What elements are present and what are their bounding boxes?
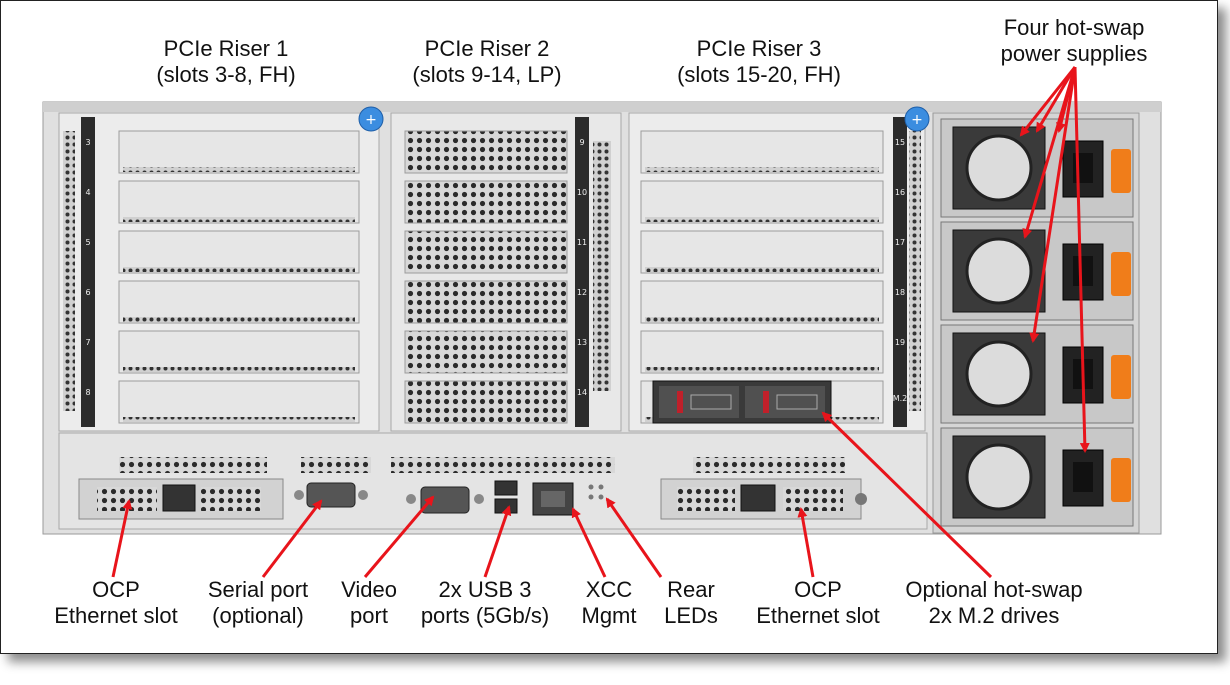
video-port[interactable] [420,486,470,514]
pcie-slot-cover[interactable] [118,380,360,424]
callout-arrow [111,499,133,578]
pcie-slot-cover[interactable] [640,330,884,374]
pcie-slot-cover[interactable] [118,130,360,174]
slot-number: 16 [895,188,905,197]
pcie-slot-cover[interactable] [404,230,568,274]
callout-arrow [483,505,512,578]
psu-handle[interactable] [1111,252,1131,296]
fan-icon [965,134,1033,202]
psu-bay [932,112,1140,534]
pcie-slot-cover[interactable] [404,180,568,224]
callout-arrow [1073,66,1090,453]
riser3-slot-strip [893,117,907,427]
slot-number: 19 [895,338,905,347]
pcie-slot-cover[interactable] [118,230,360,274]
fan-icon [965,443,1033,511]
riser1-label: PCIe Riser 1(slots 3-8, FH) [156,36,296,87]
psu-handle[interactable] [1111,355,1131,399]
m2-drive-bays [652,380,832,424]
svg-text:+: + [911,112,923,128]
serial-port[interactable] [306,482,356,508]
riser1-section: 3 4 5 6 7 8 [58,112,380,432]
io-panel [58,432,928,530]
callout-arrow [363,495,435,578]
pcie-slot-cover[interactable] [404,130,568,174]
callout-arrows [111,66,1090,579]
riser3-label: PCIe Riser 3(slots 15-20, FH) [677,36,841,87]
callout-arrow [1056,66,1077,133]
pcie-slot-cover[interactable] [640,280,884,324]
serial-label: Serial port(optional) [207,577,309,628]
slot-number: 17 [895,238,905,247]
callout-arrow [571,507,607,578]
callout-arrow [821,411,993,579]
pcie-slot-cover[interactable] [118,330,360,374]
fan-icon [965,340,1033,408]
rear-led [598,484,604,490]
usb-port[interactable] [494,498,518,514]
psu-handle[interactable] [1111,149,1131,193]
callout-arrow [261,499,323,578]
slot-number: 7 [85,338,90,347]
slot-number: 5 [85,238,90,247]
thumbscrew-icon[interactable] [358,106,384,132]
rj45-port[interactable] [162,484,196,512]
thumbscrew-icon[interactable] [904,106,930,132]
riser3-section: 15 16 17 18 19M.2 [628,112,926,432]
rear-led [588,494,594,500]
slot-number: 8 [85,388,90,397]
callout-arrow [605,497,663,578]
callout-arrow [1029,66,1077,343]
slot-number: 3 [85,138,90,147]
usb-port[interactable] [494,480,518,496]
fan-icon [965,237,1033,305]
pcie-slot-cover[interactable] [404,330,568,374]
callout-arrow [1019,66,1077,137]
slot-number: 18 [895,288,905,297]
rear-led [588,484,594,490]
slot-number: 10 [577,188,587,197]
svg-text:+: + [365,112,377,128]
slot-number: 15 [895,138,905,147]
slot-number: 11 [577,238,587,247]
pcie-slot-cover[interactable] [640,180,884,224]
slot-number: 12 [577,288,587,297]
pcie-slot-cover[interactable] [118,280,360,324]
psu-handle[interactable] [1111,458,1131,502]
callout-arrow [797,507,815,578]
pcie-slot-cover[interactable] [404,280,568,324]
pcie-slot-cover[interactable] [118,180,360,224]
pcie-slot-cover[interactable] [404,380,568,424]
pcie-slot-cover[interactable] [640,130,884,174]
riser2-section: 9 10 11 12 13 14 [390,112,622,432]
pcie-slot-cover[interactable] [640,230,884,274]
slot-number: 6 [85,288,90,297]
riser2-label: PCIe Riser 2(slots 9-14, LP) [412,36,562,87]
riser2-slot-strip [575,117,589,427]
m2-tag: M.2 [893,394,908,403]
slot-number: 4 [85,188,90,197]
callout-arrow [1035,66,1077,133]
rj45-port[interactable] [740,484,776,512]
rear-led [598,494,604,500]
slot-number: 9 [579,138,584,147]
slot-number: 14 [577,388,587,397]
riser1-slot-strip [81,117,95,427]
slot-number: 13 [577,338,587,347]
server-rear-view: 3 4 5 6 7 8 9 10 11 12 13 14 15 16 17 18 19M.2 [42,66,1162,579]
